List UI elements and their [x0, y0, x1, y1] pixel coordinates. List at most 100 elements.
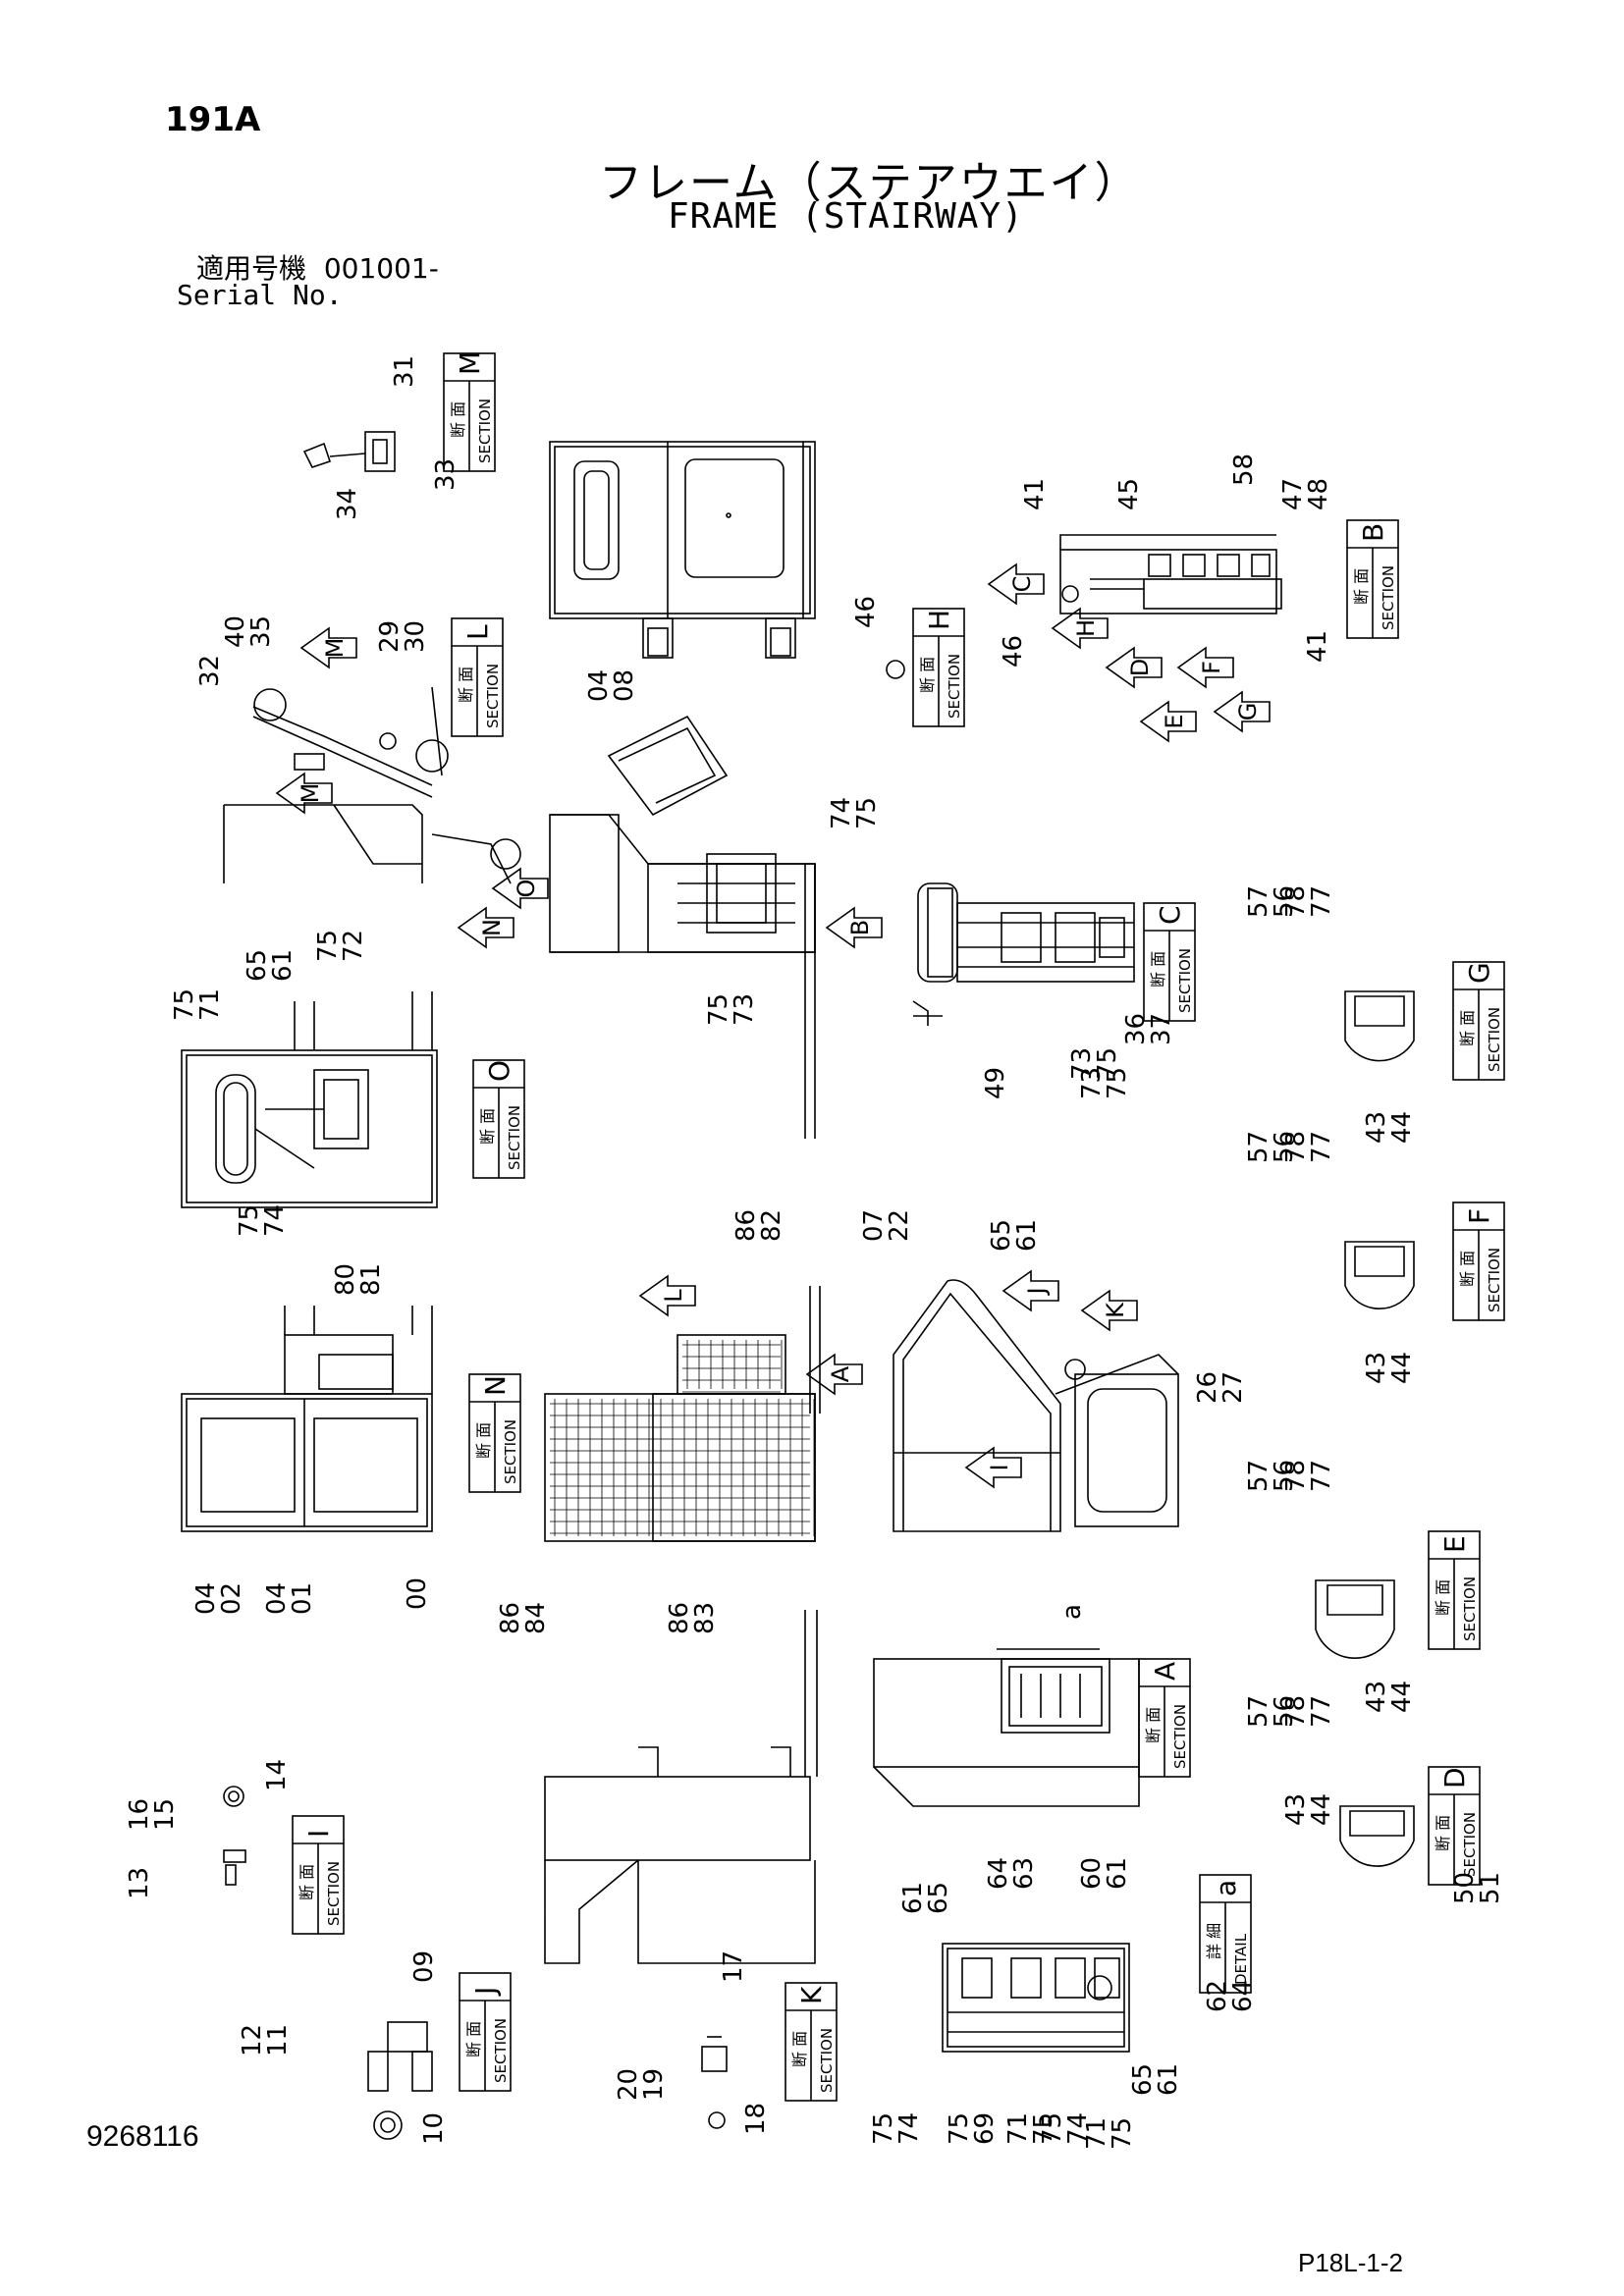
callout-number: 78	[1281, 1695, 1311, 1728]
callout-number: 50	[1450, 1872, 1480, 1904]
callout-number: 75	[869, 2112, 898, 2145]
section-letter: H	[923, 610, 955, 630]
part-callout: 31	[390, 355, 419, 388]
section-word-jp: 断 面	[298, 1864, 316, 1900]
section-word-jp: 断 面	[790, 2031, 809, 2067]
section-word: SECTION	[1486, 1007, 1503, 1072]
callout-number: 60	[1077, 1857, 1107, 1890]
section-word: SECTION	[1380, 565, 1397, 630]
part-callout: a	[1057, 1604, 1087, 1620]
callout-number: 61	[1154, 2063, 1183, 2096]
frame-top-view	[549, 441, 816, 659]
callout-number: 75	[235, 1204, 264, 1237]
callout-number: a	[1057, 1604, 1087, 1620]
serial-label-japanese: 適用号機 001001-	[196, 247, 439, 287]
callout-number: 56	[1270, 1695, 1299, 1728]
section-word-jp: 断 面	[1434, 1579, 1452, 1616]
arrow-letter: K	[1102, 1302, 1129, 1318]
callout-number: 73	[730, 993, 759, 1026]
callout-number: 10	[419, 2112, 449, 2145]
view-arrow-H: H	[1051, 607, 1109, 650]
callout-number: 74	[1063, 2112, 1093, 2145]
section-b-view	[1059, 534, 1282, 614]
callout-number: 56	[1270, 1460, 1299, 1492]
view-arrow-I: I	[964, 1446, 1022, 1489]
callout-number: 65	[1128, 2063, 1158, 2096]
callout-number: 46	[851, 596, 881, 628]
section-word: SECTION	[1176, 948, 1194, 1013]
section-word: SECTION	[1461, 1812, 1479, 1877]
callout-number: 57	[1244, 885, 1273, 918]
section-word-jp: 断 面	[918, 657, 937, 693]
drawing-linework	[181, 431, 1415, 2140]
section-letter: N	[479, 1375, 512, 1396]
callout-number: 04	[584, 669, 614, 702]
arrow-letter: J	[1023, 1287, 1051, 1296]
serial-label-english: Serial No.	[177, 279, 343, 311]
section-word: SECTION	[476, 399, 494, 463]
section-m-part	[302, 431, 396, 472]
section-letter: L	[461, 624, 494, 640]
section-letter: B	[1357, 523, 1389, 542]
callout-number: 82	[757, 1209, 786, 1242]
view-arrow-J: J	[1001, 1269, 1059, 1312]
callout-number: 75	[1103, 1067, 1132, 1099]
callout-number: 13	[125, 1867, 154, 1899]
page-code: 191A	[165, 100, 261, 139]
arrow-letter: D	[1126, 659, 1154, 676]
arrow-letter: L	[660, 1289, 687, 1303]
lower-frame-view	[544, 1610, 818, 1964]
callout-number: 56	[1270, 885, 1299, 918]
callout-number: 00	[403, 1577, 432, 1610]
callout-number: 17	[719, 1950, 748, 1983]
section-l-view	[223, 686, 449, 883]
semicircle-views	[1315, 990, 1415, 1867]
section-letter: M	[454, 351, 486, 375]
callout-number: 65	[987, 1219, 1016, 1252]
callout-number: 07	[859, 1209, 889, 1242]
arrow-letter: O	[513, 880, 540, 898]
serial-number-value: 001001-	[323, 252, 439, 285]
callout-number: 44	[1387, 1681, 1417, 1713]
callout-number: 47	[1278, 478, 1308, 510]
part-callout: 46	[851, 596, 881, 628]
part-callout: 41	[1020, 478, 1050, 510]
callout-number: 69	[970, 2112, 1000, 2145]
section-word-jp: 断 面	[1352, 568, 1371, 605]
callout-number: 22	[885, 1209, 914, 1242]
view-arrow-F: F	[1176, 646, 1234, 689]
view-arrow-K: K	[1080, 1289, 1138, 1332]
callout-number: 18	[741, 2103, 771, 2135]
callout-number: 57	[1244, 1131, 1273, 1163]
view-arrow-M: M	[275, 772, 333, 815]
callout-number: 08	[610, 669, 639, 702]
callout-number: 36	[1121, 1013, 1151, 1045]
section-letter: a	[1210, 1880, 1242, 1896]
view-arrow-O: O	[491, 867, 549, 910]
arrow-letter: N	[478, 919, 506, 936]
section-word-jp: 断 面	[464, 2021, 483, 2057]
section-word-jp: 断 面	[478, 1108, 497, 1145]
